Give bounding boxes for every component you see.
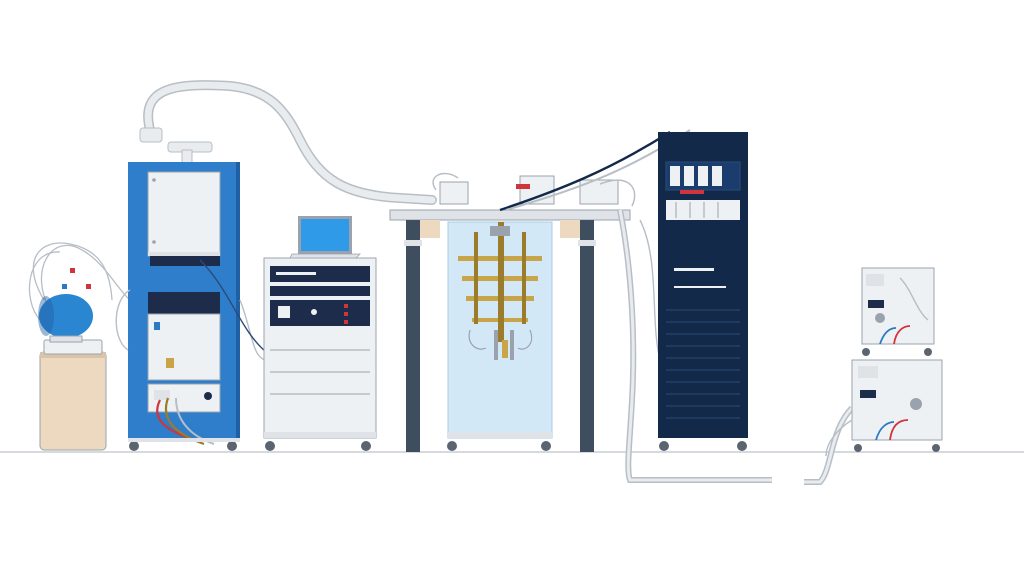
signal-cable-bundle [499,129,855,485]
control-rack [263,257,377,451]
overhead-pump-line [139,80,437,205]
compressor-lower [825,359,943,457]
dilution-insert [447,221,553,451]
compressor-upper [861,267,935,356]
cryostat-frame [389,172,636,452]
helium-dewar [28,242,131,451]
laptop [289,216,361,259]
electronics-rack [658,132,748,451]
gas-handling-cabinet [115,162,267,451]
